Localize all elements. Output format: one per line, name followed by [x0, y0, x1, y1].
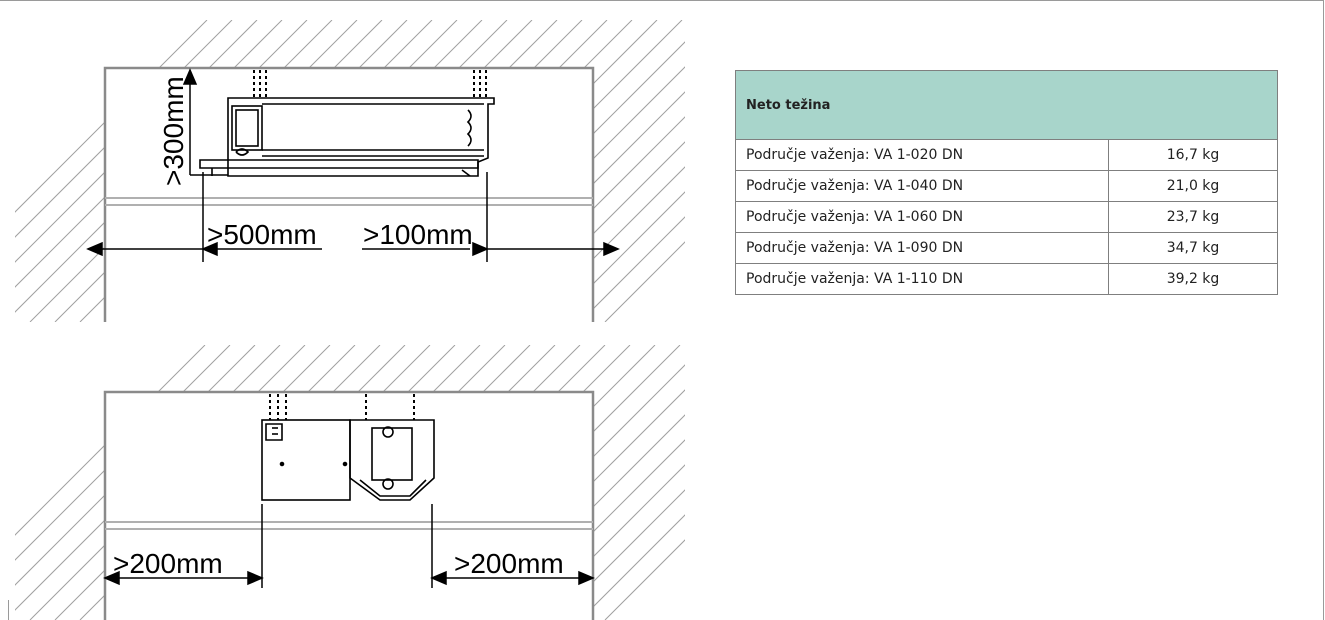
bottom-left-clearance-label: >200mm: [113, 548, 223, 579]
net-weight-table: Neto težina Područje važenja: VA 1-020 D…: [735, 70, 1278, 295]
row-value: 21,0 kg: [1108, 170, 1278, 202]
installation-clearance-diagram: >300mm >500mm >100mm: [15, 20, 685, 620]
row-label: Područje važenja: VA 1-020 DN: [735, 139, 1109, 171]
table-header: Neto težina: [735, 70, 1278, 140]
row-label: Područje važenja: VA 1-110 DN: [735, 263, 1109, 295]
table-row: Područje važenja: VA 1-040 DN 21,0 kg: [735, 170, 1278, 202]
row-value: 23,7 kg: [1108, 201, 1278, 233]
table-row: Područje važenja: VA 1-060 DN 23,7 kg: [735, 201, 1278, 233]
row-label: Područje važenja: VA 1-060 DN: [735, 201, 1109, 233]
table-row: Područje važenja: VA 1-020 DN 16,7 kg: [735, 139, 1278, 171]
table-row: Područje važenja: VA 1-090 DN 34,7 kg: [735, 232, 1278, 264]
page-frame-left: [8, 600, 9, 620]
top-diagram: >300mm >500mm >100mm: [15, 20, 685, 322]
page-frame-top: [0, 0, 1323, 1]
right-clearance-label: >100mm: [363, 219, 473, 250]
page-frame-right: [1323, 0, 1324, 620]
row-label: Područje važenja: VA 1-090 DN: [735, 232, 1109, 264]
bottom-right-clearance-label: >200mm: [454, 548, 564, 579]
row-value: 39,2 kg: [1108, 263, 1278, 295]
table-header-row: Neto težina: [735, 70, 1278, 140]
row-label: Područje važenja: VA 1-040 DN: [735, 170, 1109, 202]
left-clearance-label: >500mm: [207, 219, 317, 250]
row-value: 34,7 kg: [1108, 232, 1278, 264]
row-value: 16,7 kg: [1108, 139, 1278, 171]
indoor-unit-side-view: [199, 97, 495, 177]
bottom-diagram: >200mm >200mm: [15, 345, 685, 620]
height-clearance-label: >300mm: [158, 76, 189, 186]
indoor-unit-front-view: [261, 419, 435, 501]
table-row: Područje važenja: VA 1-110 DN 39,2 kg: [735, 263, 1278, 295]
